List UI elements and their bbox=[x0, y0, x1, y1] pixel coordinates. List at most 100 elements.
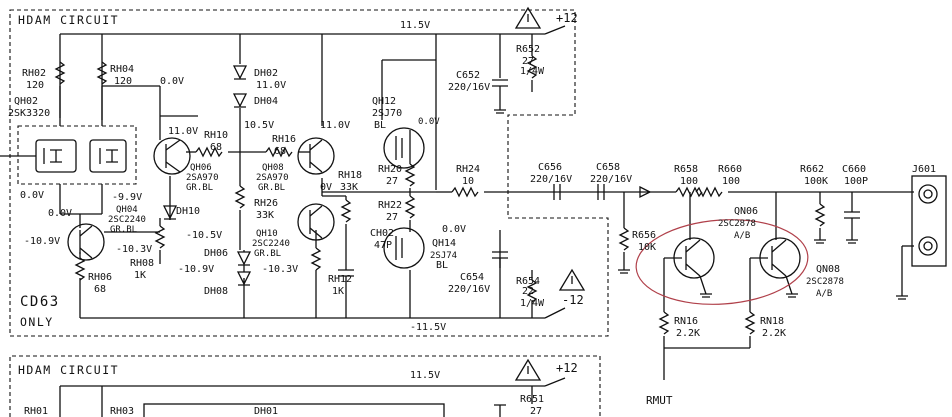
label: 22 bbox=[522, 286, 534, 297]
label: DH04 bbox=[254, 96, 278, 107]
label: RH18 bbox=[338, 170, 362, 181]
label: QH10 bbox=[256, 229, 278, 239]
capacitors bbox=[338, 79, 860, 290]
warning-triangles bbox=[514, 6, 586, 381]
label: DH10 bbox=[176, 206, 200, 217]
label: QN08 bbox=[816, 264, 840, 275]
label: -10.5V bbox=[186, 230, 222, 241]
transistor-qn08 bbox=[759, 237, 801, 295]
label: QH06 bbox=[190, 163, 212, 173]
label: 0.0V bbox=[20, 190, 44, 201]
resistor-r658 bbox=[675, 186, 703, 198]
label: 10 bbox=[462, 176, 474, 187]
block-note-sub: ONLY bbox=[20, 315, 54, 329]
label: RH02 bbox=[22, 68, 46, 79]
diode-dh10 bbox=[162, 205, 178, 220]
resistor-rh16 bbox=[265, 146, 293, 158]
resistor-rh10 bbox=[195, 146, 223, 158]
label: 100K bbox=[804, 176, 828, 187]
label: 33K bbox=[340, 182, 358, 193]
label: GR.BL bbox=[186, 183, 213, 193]
label: 2SC2240 bbox=[108, 215, 146, 225]
transistor-qh04 bbox=[67, 223, 105, 261]
resistor-rh06 bbox=[74, 257, 86, 281]
label: RH16 bbox=[272, 134, 296, 145]
label: 100 bbox=[680, 176, 698, 187]
label: 1K bbox=[134, 270, 146, 281]
label: A/B bbox=[734, 231, 750, 241]
label: R660 bbox=[718, 164, 742, 175]
dual-fet-outline bbox=[17, 125, 137, 185]
label: 220/16V bbox=[448, 82, 490, 93]
label: 2SC2240 bbox=[252, 239, 290, 249]
transistor-qh12 bbox=[383, 127, 425, 169]
cap-c652 bbox=[492, 79, 508, 100]
label: 2SA970 bbox=[256, 173, 289, 183]
label: R654 bbox=[516, 276, 540, 287]
label: 2SC2878 bbox=[718, 219, 756, 229]
block-outline-top bbox=[9, 9, 609, 337]
block-outline-bottom bbox=[9, 355, 601, 417]
block-title: HDAM CIRCUIT bbox=[18, 13, 119, 27]
label: 2SK3320 bbox=[8, 108, 50, 119]
cap-c658 bbox=[597, 184, 605, 200]
label: 68 bbox=[210, 142, 222, 153]
resistor-rh08 bbox=[154, 225, 166, 249]
label: C660 bbox=[842, 164, 866, 175]
resistor-r652 bbox=[526, 55, 538, 79]
label: -10.9V bbox=[178, 264, 214, 275]
label: 1/4W bbox=[520, 66, 545, 77]
label: -10.3V bbox=[116, 244, 152, 255]
resistor-rn16 bbox=[658, 311, 670, 335]
resistor-rh26 bbox=[234, 185, 246, 209]
resistor-r660 bbox=[695, 186, 723, 198]
highlight-ellipse bbox=[635, 219, 809, 305]
label: 2.2K bbox=[676, 328, 700, 339]
wires bbox=[0, 80, 914, 380]
label: 0V bbox=[320, 182, 332, 193]
resistor-rh18 bbox=[340, 199, 352, 223]
label: R658 bbox=[674, 164, 698, 175]
resistors bbox=[54, 55, 826, 335]
resistor-rn18 bbox=[744, 311, 756, 335]
label: 2.2K bbox=[762, 328, 786, 339]
diodes bbox=[162, 65, 252, 286]
label: C652 bbox=[456, 70, 480, 81]
label: 100P bbox=[844, 176, 868, 187]
label: 0.0V bbox=[48, 208, 72, 219]
resistor-r662 bbox=[814, 203, 826, 227]
label: RH22 bbox=[378, 200, 402, 211]
transistor-qh06 bbox=[153, 137, 191, 175]
label: GR.BL bbox=[254, 249, 281, 259]
diode-dh06 bbox=[236, 251, 252, 266]
label: 10.5V bbox=[244, 120, 274, 131]
label: DH01 bbox=[254, 406, 278, 417]
label: QH08 bbox=[262, 163, 284, 173]
label: 1/4W bbox=[520, 298, 545, 309]
block-title: HDAM CIRCUIT bbox=[18, 363, 119, 377]
fet-qh02 bbox=[35, 139, 127, 173]
warning-icon bbox=[514, 358, 542, 381]
rail-label-positive: +12 bbox=[556, 361, 578, 375]
cap-ch02 bbox=[338, 269, 354, 290]
wires-bottom-block bbox=[59, 377, 566, 417]
label: 220/16V bbox=[448, 284, 490, 295]
cap-c660 bbox=[844, 211, 860, 219]
diode-dh02 bbox=[232, 65, 248, 80]
label: R652 bbox=[516, 44, 540, 55]
label: RH26 bbox=[254, 198, 278, 209]
label: 220/16V bbox=[530, 174, 572, 185]
rail-negative bbox=[80, 307, 566, 319]
transistor-qn06 bbox=[673, 237, 715, 295]
resistor-rh24 bbox=[451, 186, 479, 198]
label: -10.9V bbox=[24, 236, 60, 247]
resistor-r656 bbox=[618, 227, 630, 251]
label: 11.0V bbox=[168, 126, 198, 137]
label: C656 bbox=[538, 162, 562, 173]
diode-dh04 bbox=[232, 93, 248, 108]
label: 2SJ74 bbox=[430, 251, 457, 261]
label: 11.0V bbox=[320, 120, 350, 131]
transistor-qh10 bbox=[297, 203, 335, 241]
label: 27 bbox=[530, 406, 542, 417]
cap-c654 bbox=[492, 251, 508, 268]
